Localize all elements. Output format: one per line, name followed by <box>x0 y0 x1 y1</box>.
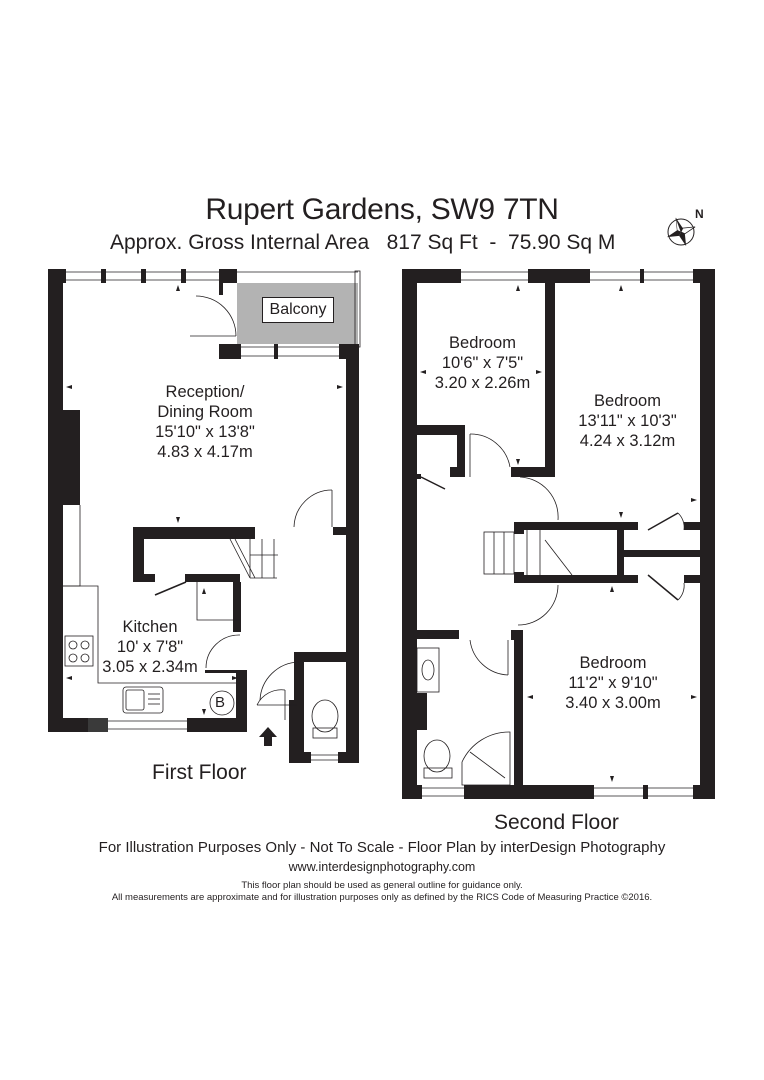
room-imperial: 11'2" x 9'10" <box>568 674 658 692</box>
first-floor-label: First Floor <box>152 761 247 784</box>
room-imperial: 10' x 7'8" <box>116 638 184 656</box>
room-bedroom-2: Bedroom 13'11" x 10'3" 4.24 x 3.12m <box>560 391 695 451</box>
room-reception-dining: Reception/ Dining Room 15'10" x 13'8" 4.… <box>120 382 290 462</box>
room-metric: 4.24 x 3.12m <box>579 432 676 450</box>
room-name: Bedroom <box>594 392 661 410</box>
footer-note-guidance: This floor plan should be used as genera… <box>241 880 523 891</box>
footer-note-measurements: All measurements are approximate and for… <box>111 892 653 903</box>
entrance-arrow-icon <box>259 727 277 746</box>
room-imperial: 10'6" x 7'5" <box>441 354 524 372</box>
room-name: Bedroom <box>449 334 516 352</box>
room-imperial: 15'10" x 13'8" <box>155 423 255 441</box>
footer-website: www.interdesignphotography.com <box>288 860 476 874</box>
room-bedroom-1: Bedroom 10'6" x 7'5" 3.20 x 2.26m <box>420 333 545 393</box>
room-metric: 3.40 x 3.00m <box>565 694 661 712</box>
room-imperial: 13'11" x 10'3" <box>578 412 677 430</box>
room-bedroom-3: Bedroom 11'2" x 9'10" 3.40 x 3.00m <box>548 653 678 713</box>
room-metric: 3.20 x 2.26m <box>434 374 531 392</box>
room-metric: 4.83 x 4.17m <box>157 443 253 461</box>
room-name: Reception/ <box>165 383 245 401</box>
room-metric: 3.05 x 2.34m <box>102 658 198 676</box>
gross-internal-area: Approx. Gross Internal Area 817 Sq Ft - … <box>110 231 616 254</box>
room-name-line2: Dining Room <box>157 403 253 421</box>
compass-north-label: N <box>695 207 704 221</box>
footer-disclaimer: For Illustration Purposes Only - Not To … <box>98 839 666 856</box>
room-kitchen: Kitchen 10' x 7'8" 3.05 x 2.34m <box>90 617 210 677</box>
second-floor-label: Second Floor <box>494 811 619 834</box>
room-name: Kitchen <box>122 618 178 636</box>
room-label-balcony: Balcony <box>262 297 334 323</box>
boiler-icon: B <box>215 694 226 711</box>
page-title: Rupert Gardens, SW9 7TN <box>205 193 559 226</box>
room-name: Bedroom <box>579 654 647 672</box>
